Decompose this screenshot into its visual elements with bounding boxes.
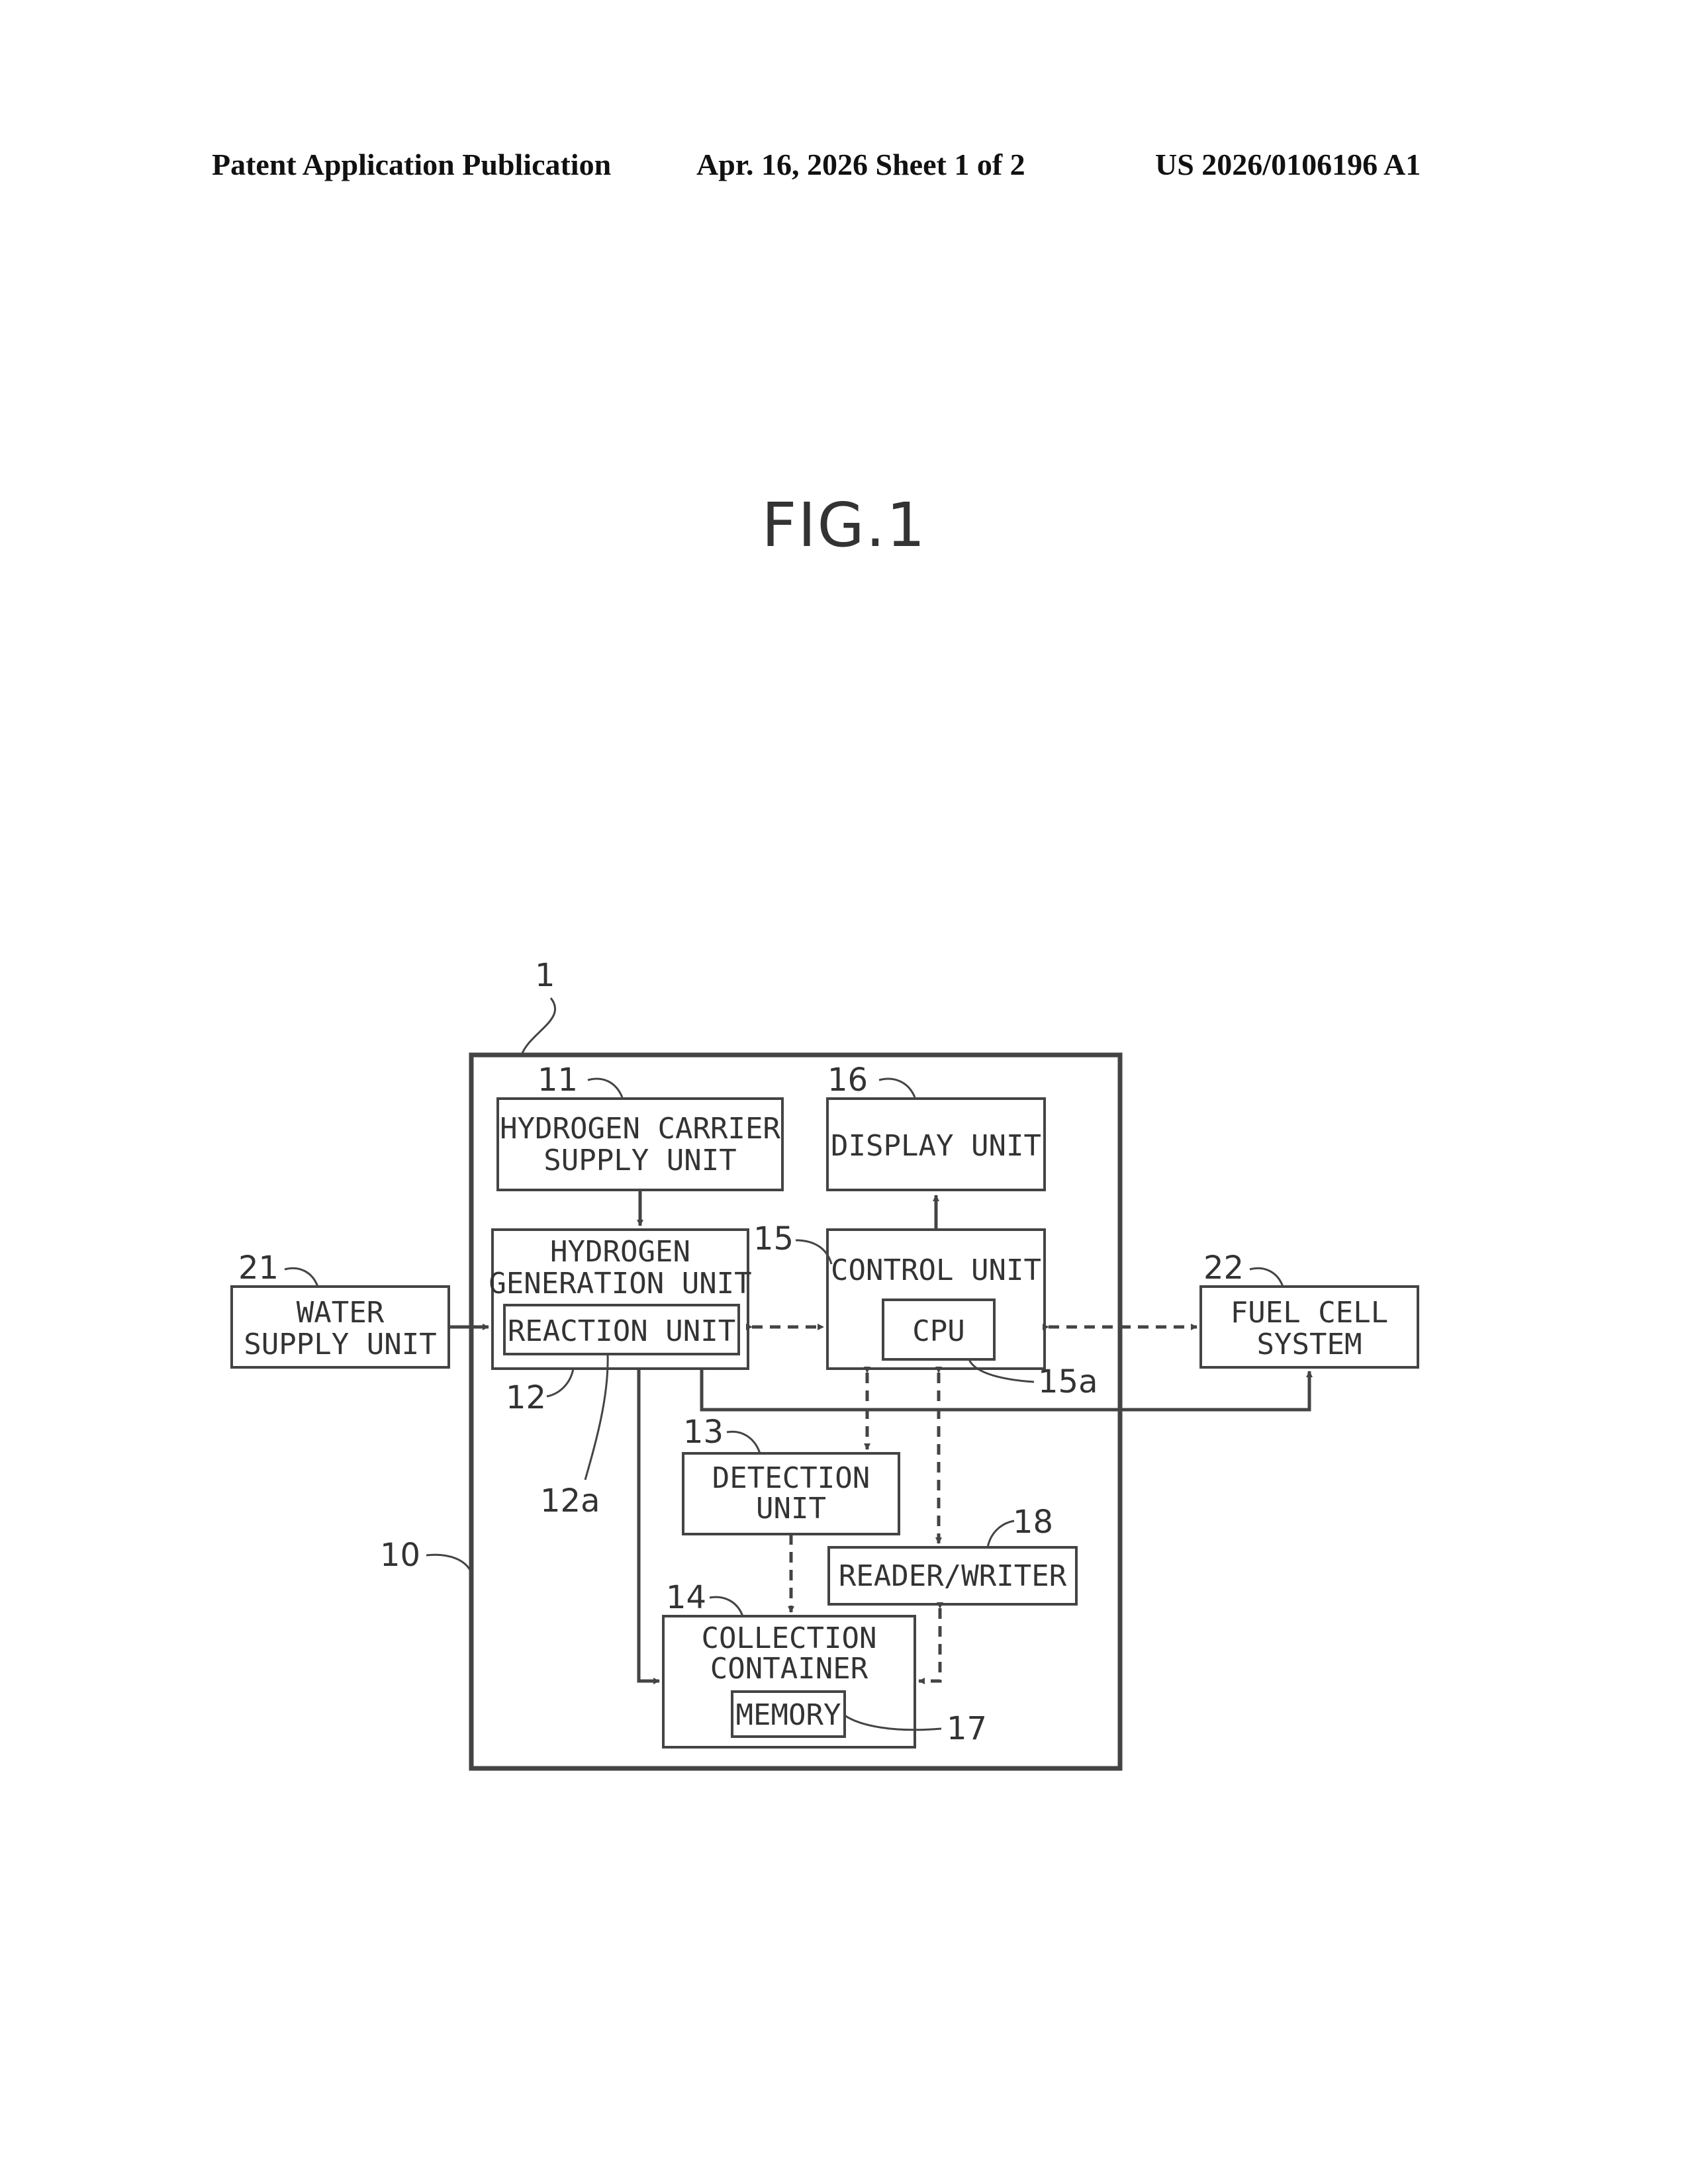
reaction-unit-label: REACTION UNIT [508,1314,735,1348]
fuel-cell-label-2: SYSTEM [1257,1328,1362,1361]
memory-label: MEMORY [736,1698,841,1732]
ref-22-leader [1250,1268,1283,1287]
ref-21: 21 [238,1250,279,1287]
ref-1-leader [522,998,555,1055]
ref-15: 15 [753,1220,794,1257]
display-unit-label: DISPLAY UNIT [831,1129,1041,1163]
water-supply-label-1: WATER [297,1296,385,1330]
hydrogen-generation-label-2: GENERATION UNIT [489,1267,751,1300]
ref-15-leader [796,1240,831,1264]
ref-15a: 15a [1038,1363,1098,1400]
ref-14: 14 [666,1579,706,1616]
reader-collection-signal [919,1608,940,1681]
collection-container-label-1: COLLECTION [702,1621,877,1655]
ref-12-leader [547,1369,573,1396]
fuel-cell-label-1: FUEL CELL [1231,1296,1388,1330]
ref-11: 11 [538,1062,578,1099]
ref-12a: 12a [540,1482,600,1520]
detection-unit-label-2: UNIT [756,1492,826,1525]
ref-22: 22 [1203,1250,1244,1287]
cpu-label: CPU [912,1314,964,1348]
hydrogen-to-fuel-cell-arrow [702,1369,1309,1410]
ref-12a-leader [585,1354,608,1480]
ref-10-leader [426,1555,471,1572]
detection-unit-label-1: DETECTION [712,1461,870,1495]
ref-18-leader [988,1521,1014,1547]
ref-18: 18 [1013,1504,1053,1541]
ref-13-leader [727,1432,760,1453]
ref-16: 16 [827,1062,868,1099]
ref-13: 13 [683,1414,724,1451]
water-supply-label-2: SUPPLY UNIT [244,1328,436,1361]
ref-15a-leader [969,1359,1034,1382]
ref-10: 10 [380,1537,420,1574]
ref-17: 17 [947,1710,987,1747]
reader-writer-label: READER/WRITER [839,1559,1067,1593]
ref-11-leader [588,1079,622,1097]
ref-21-leader [285,1268,318,1287]
collection-container-label-2: CONTAINER [710,1652,868,1686]
ref-14-leader [710,1597,743,1616]
hydrogen-carrier-label-1: HYDROGEN CARRIER [500,1112,780,1146]
ref-1: 1 [535,957,555,994]
ref-17-leader [845,1715,941,1730]
hydrogen-carrier-label-2: SUPPLY UNIT [543,1144,736,1177]
generation-to-collection-arrow [639,1369,659,1681]
ref-16-leader [879,1079,915,1097]
control-unit-label: CONTROL UNIT [831,1253,1041,1287]
hydrogen-generation-label-1: HYDROGEN [550,1235,690,1269]
ref-12: 12 [506,1379,546,1416]
